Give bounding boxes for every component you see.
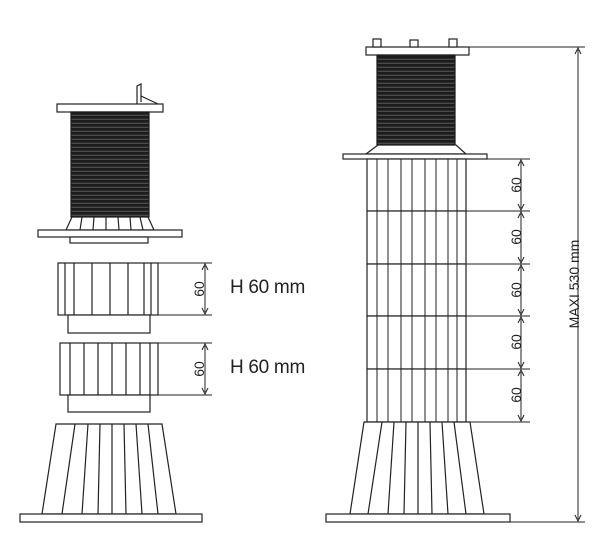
left-pedestal (19, 83, 203, 523)
max-height-dimension (469, 46, 585, 523)
right-extension-stack (366, 158, 467, 423)
left-top-plate (56, 83, 164, 113)
right-dimension-lines (466, 158, 530, 423)
right-base (325, 421, 511, 523)
left-head-spigot (69, 236, 149, 244)
right-threaded-screw (376, 54, 456, 146)
left-dimension-lines (158, 262, 212, 396)
right-dim-label-2: 60 (508, 229, 524, 245)
max-height-label: MAXI 530 mm (566, 239, 582, 329)
left-extension-2 (59, 342, 159, 413)
right-pedestal (325, 38, 511, 523)
right-dim-label-1: 60 (508, 177, 524, 193)
right-top-plate (365, 38, 470, 56)
extension-height-label-1: H 60 mm (230, 277, 305, 298)
left-threaded-screw (70, 111, 150, 218)
left-base (19, 423, 203, 523)
right-dim-label-3: 60 (508, 282, 524, 298)
right-collar (342, 144, 488, 160)
extension-height-label-2: H 60 mm (230, 357, 305, 378)
right-dim-label-4: 60 (508, 334, 524, 350)
left-head-plate (37, 229, 183, 238)
left-extension-1 (57, 262, 159, 334)
left-dim-label-2: 60 (191, 361, 207, 377)
left-collar (65, 216, 155, 231)
left-dim-label-1: 60 (191, 281, 207, 297)
right-dim-label-5: 60 (508, 387, 524, 403)
